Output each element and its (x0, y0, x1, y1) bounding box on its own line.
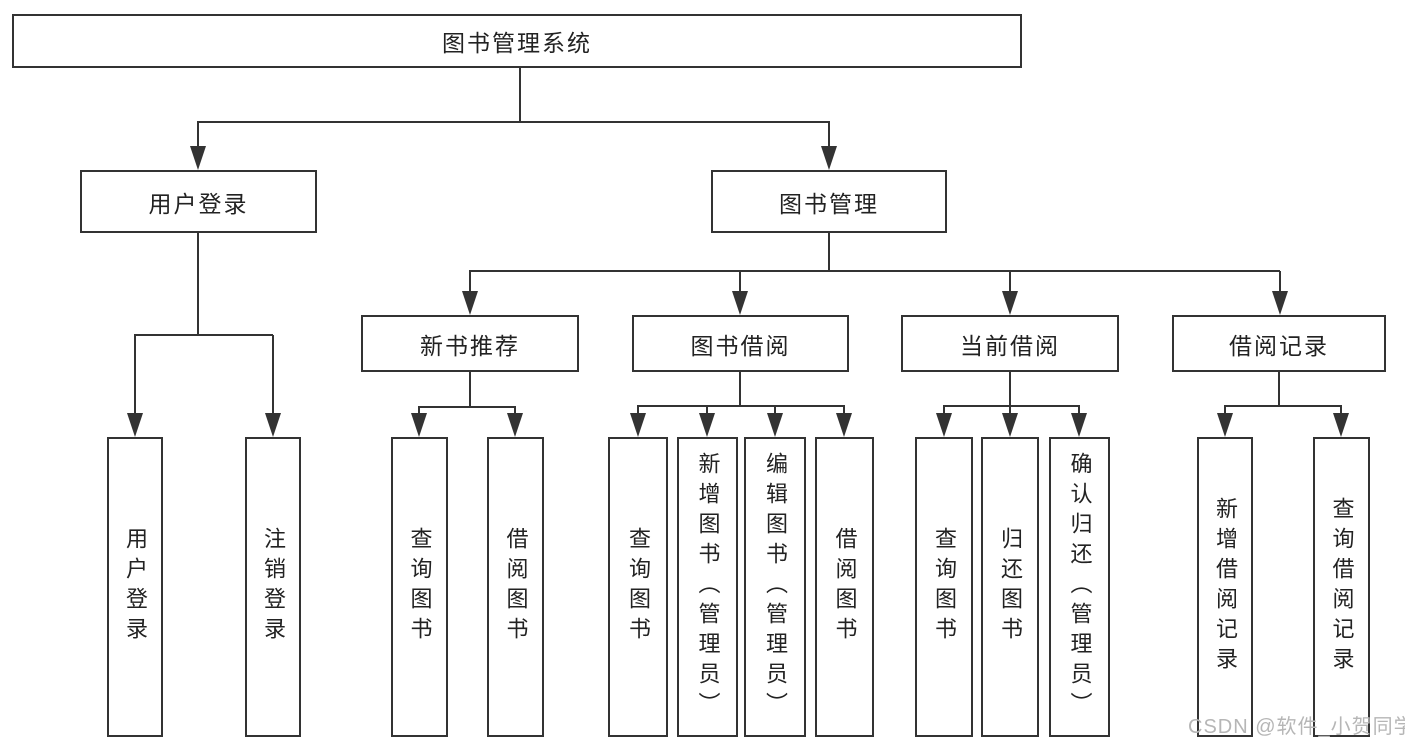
leaf-newrec-query-books: 查询图书 (391, 437, 448, 737)
leaf-label: 归还图书 (998, 527, 1023, 647)
leaf-borrow-borrow-books: 借阅图书 (815, 437, 874, 737)
node-root-book-management-system: 图书管理系统 (12, 14, 1022, 68)
leaf-label: 查询图书 (407, 527, 433, 647)
leaf-records-query-record: 查询借阅记录 (1313, 437, 1370, 737)
leaf-current-query-books: 查询图书 (915, 437, 973, 737)
leaf-newrec-borrow-books: 借阅图书 (487, 437, 544, 737)
leaf-label: 查询图书 (932, 527, 957, 647)
leaf-label: 确认归还（管理员） (1067, 452, 1093, 722)
leaf-user-login: 用户登录 (107, 437, 163, 737)
leaf-borrow-query-books: 查询图书 (608, 437, 668, 737)
node-user-login-branch: 用户登录 (80, 170, 317, 233)
node-label: 图书管理系统 (442, 30, 592, 56)
csdn-watermark: CSDN @软件_小贺同学 (1188, 716, 1405, 738)
node-book-management-branch: 图书管理 (711, 170, 947, 233)
leaf-label: 编辑图书（管理员） (763, 452, 788, 722)
arrowheads (127, 146, 1349, 437)
leaf-label: 借阅图书 (832, 527, 858, 647)
node-label: 新书推荐 (420, 332, 520, 359)
leaf-label: 借阅图书 (503, 527, 529, 647)
leaf-label: 查询图书 (626, 527, 651, 647)
node-label: 图书借阅 (690, 332, 791, 359)
leaf-label: 新增图书（管理员） (695, 452, 721, 722)
leaf-borrow-add-books-admin: 新增图书（管理员） (677, 437, 738, 737)
node-label: 当前借阅 (960, 332, 1060, 359)
node-book-borrowing: 图书借阅 (632, 315, 849, 372)
leaf-label: 查询借阅记录 (1329, 497, 1355, 677)
leaf-records-add-record: 新增借阅记录 (1197, 437, 1253, 737)
node-new-book-recommend: 新书推荐 (361, 315, 579, 372)
leaf-label: 注销登录 (261, 527, 286, 647)
leaf-label: 新增借阅记录 (1213, 497, 1238, 677)
leaf-label: 用户登录 (123, 527, 148, 647)
node-borrowing-records: 借阅记录 (1172, 315, 1386, 372)
node-label: 图书管理 (779, 190, 879, 217)
leaf-borrow-edit-books-admin: 编辑图书（管理员） (744, 437, 806, 737)
leaf-current-return-books: 归还图书 (981, 437, 1039, 737)
node-label: 用户登录 (148, 190, 249, 217)
node-current-borrowing: 当前借阅 (901, 315, 1119, 372)
leaf-logout: 注销登录 (245, 437, 301, 737)
node-label: 借阅记录 (1229, 332, 1329, 359)
leaf-current-confirm-return-admin: 确认归还（管理员） (1049, 437, 1110, 737)
